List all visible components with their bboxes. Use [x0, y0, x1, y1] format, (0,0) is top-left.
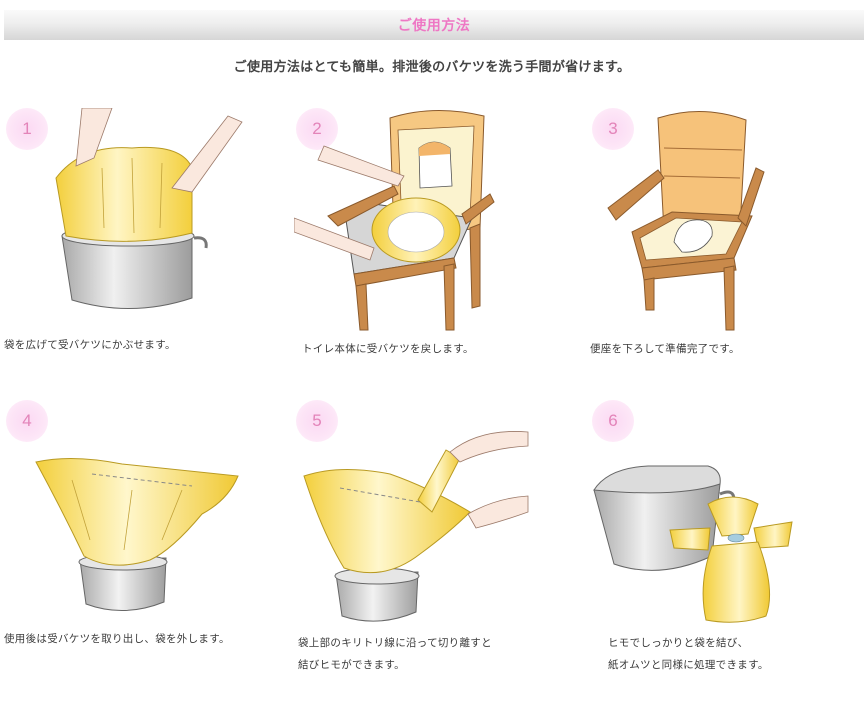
step-number-badge: 3 [592, 108, 634, 150]
step-number-badge: 6 [592, 400, 634, 442]
step-number-badge: 2 [296, 108, 338, 150]
intro-text: ご使用方法はとても簡単。排泄後のバケツを洗う手間が省けます。 [233, 60, 631, 75]
step-3: 3 便座を下ろして準備完了です。 [582, 108, 864, 368]
bucket-into-toilet-chair-illustration-icon [294, 110, 495, 331]
step-caption: 袋上部のキリトリ線に沿って切り離すと 結びヒモができます。 [298, 637, 492, 671]
step-caption: トイレ本体に受バケツを戻します。 [302, 343, 474, 355]
step-number-badge: 4 [6, 400, 48, 442]
step-number-badge: 5 [296, 400, 338, 442]
step-caption: 袋を広げて受バケツにかぶせます。 [4, 339, 176, 351]
toilet-chair-seat-down-illustration-icon [607, 111, 765, 331]
step-caption: 便座を下ろして準備完了です。 [590, 343, 740, 355]
bag-over-bucket-illustration-icon [55, 108, 243, 309]
tied-bag-next-to-bucket-illustration-icon [593, 465, 793, 623]
step-6: 6 ヒモでしっかりと袋を結び、 紙オムツと同様に処理できます。 [582, 400, 864, 680]
tear-along-perforation-illustration-icon [303, 431, 529, 622]
step-caption: 使用後は受バケツを取り出し、袋を外します。 [4, 633, 230, 645]
bag-removed-from-bucket-illustration-icon [35, 457, 239, 611]
step-2: 2 トイレ本体に受バケツを戻します。 [292, 108, 582, 368]
section-title: ご使用方法 [397, 18, 471, 34]
step-1: 1 袋を広げて受バケツにかぶせます。 [2, 108, 292, 368]
step-number-badge: 1 [6, 108, 48, 150]
step-caption: ヒモでしっかりと袋を結び、 紙オムツと同様に処理できます。 [608, 637, 769, 671]
step-5: 5 袋上部のキリトリ線に沿って切り離すと 結びヒモができます。 [292, 400, 582, 680]
step-4: 4 使用後は受バケツを取り出し、袋を外します。 [2, 400, 292, 660]
section-title-bar: ご使用方法 [4, 10, 864, 40]
